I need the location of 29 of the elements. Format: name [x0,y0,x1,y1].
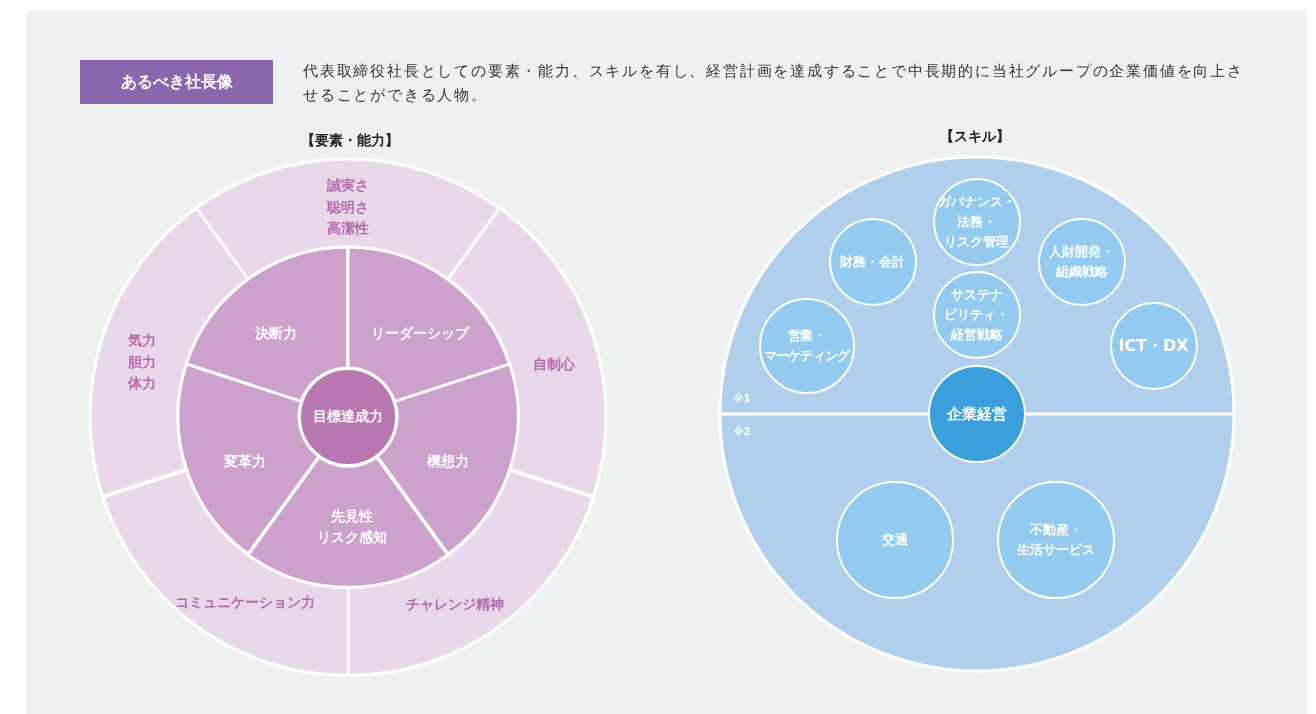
circle-label: 企業経営 [946,403,1007,425]
segment-label: リーダーシップ [371,323,469,343]
footnote-mark: ※1 [733,392,751,407]
circle-label: サステナビリティ・経営戦略 [944,285,1009,344]
segment-label: 先見性リスク感知 [317,507,387,547]
section-heading: 【スキル】 [940,128,1010,146]
circle-label: 不動産・生活サービス [1016,520,1095,559]
segment-label: 気力胆力体力 [128,331,156,394]
circle-label: 交通 [881,530,908,549]
segment-label: 決断力 [255,323,297,343]
ring-segment [196,159,500,280]
circle-label: 営業・マーケティング [763,326,850,365]
circle-label: ICT・DX [1118,334,1189,357]
ring-segment [348,247,510,402]
segment-label: 変革力 [224,451,266,471]
segment-label: チャレンジ精神 [406,595,504,615]
circle-label: 財務・会計 [840,252,905,271]
footnote-mark: ※2 [733,425,751,440]
circle-label: ガバナンス・法務・リスク管理 [937,192,1016,251]
segment-label: 誠実さ聡明さ高潔性 [327,176,369,239]
segment-label: 自制心 [533,355,575,375]
ring-segment [186,247,348,402]
circle-label: 目標達成力 [312,406,383,426]
circle-label: 人財開発・組織戦略 [1049,242,1114,281]
segment-label: 構想力 [427,451,469,471]
description-text: 代表取締役社長としての要素・能力、スキルを有し、経営計画を達成することで中長期的に当社グループの企業価値を向上させることができる人物。 [303,61,1245,106]
segment-label: コミュニケーション力 [175,593,315,613]
section-heading: 【要素・能力】 [301,132,399,150]
title-badge: あるべき社長像 [80,60,273,104]
